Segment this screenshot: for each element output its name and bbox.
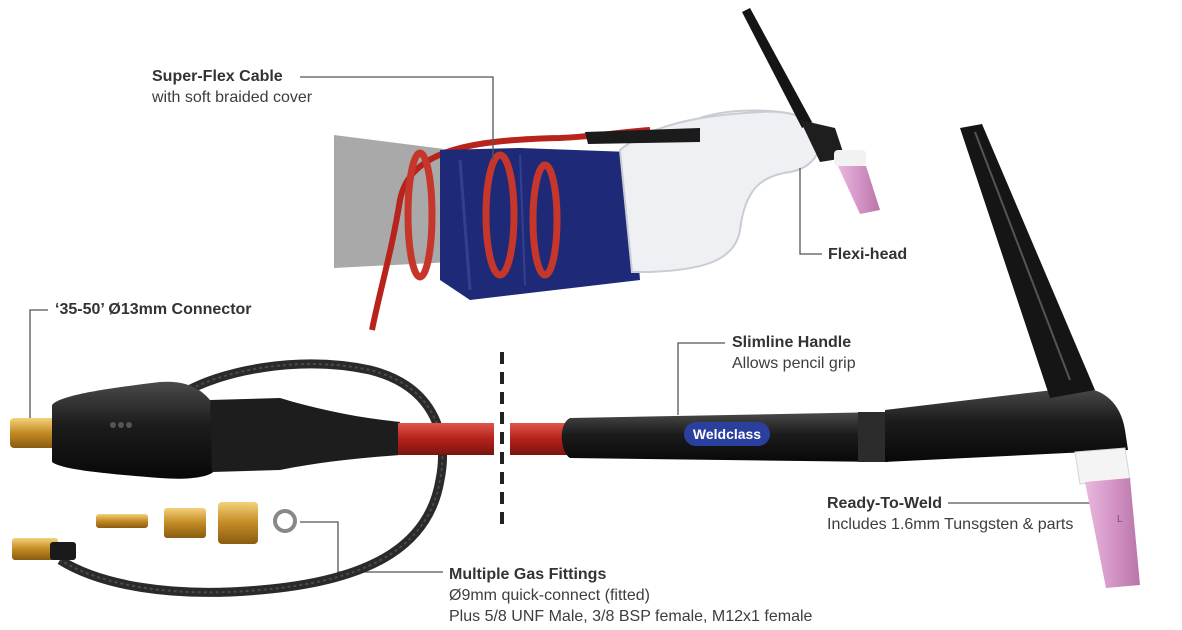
label-flexihead-title: Flexi-head [828, 246, 908, 263]
fitting-barb [96, 514, 148, 528]
weldclass-logo-text: Weldclass [693, 426, 761, 442]
collet-body [1074, 447, 1131, 485]
fitting-female-hex [218, 502, 258, 544]
label-connector-title: ‘35-50’ Ø13mm Connector [55, 301, 252, 318]
leader-flexihead [799, 168, 822, 255]
label-readytoweld-title: Ready-To-Weld [827, 495, 942, 512]
label-handle-title: Slimline Handle [732, 334, 852, 351]
leader-lines [29, 76, 1110, 573]
mini-torch-head [800, 120, 845, 162]
label-flexihead: Flexi-head [828, 244, 907, 265]
label-readytoweld-sub: Includes 1.6mm Tunsgsten & parts [827, 516, 1074, 533]
fitting-clip [273, 509, 297, 533]
ceramic-cup [1085, 478, 1140, 588]
cable-boot [210, 398, 400, 472]
mini-collet [834, 150, 866, 166]
label-readytoweld: Ready-To-Weld Includes 1.6mm Tunsgsten &… [827, 493, 1073, 535]
torch-assembly: Weldclass L [10, 124, 1140, 597]
label-gas: Multiple Gas Fittings Ø9mm quick-connect… [449, 564, 812, 627]
back-cap [960, 124, 1095, 398]
label-superflex: Super-Flex Cable with soft braided cover [152, 66, 312, 108]
fitting-male [164, 508, 206, 538]
label-superflex-title: Super-Flex Cable [152, 68, 283, 85]
mini-handle [585, 128, 700, 144]
gas-fittings [12, 502, 297, 560]
quick-connect-fitting [12, 538, 58, 560]
weldclass-logo-badge [684, 422, 770, 446]
leader-connector [29, 309, 48, 425]
connector-body [52, 381, 215, 479]
label-superflex-sub: with soft braided cover [152, 89, 313, 106]
mini-backcap [742, 8, 812, 128]
leader-handle [677, 342, 725, 415]
svg-text:L: L [1117, 514, 1123, 525]
label-connector: ‘35-50’ Ø13mm Connector [55, 299, 252, 320]
arm-glove-group [334, 8, 880, 331]
label-handle: Slimline Handle Allows pencil grip [732, 332, 856, 374]
leader-gas [300, 521, 443, 573]
leader-superflex [300, 76, 494, 160]
label-gas-sub1: Ø9mm quick-connect (fitted) [449, 587, 650, 604]
red-cable-left [398, 423, 494, 455]
label-handle-sub: Allows pencil grip [732, 355, 856, 372]
label-gas-title: Multiple Gas Fittings [449, 566, 607, 583]
mini-cup [838, 166, 880, 214]
glove-hand [618, 110, 822, 273]
torch-head [885, 387, 1128, 462]
brass-connector-tip [10, 418, 58, 448]
label-gas-sub2: Plus 5/8 UNF Male, 3/8 BSP female, M12x1… [449, 608, 813, 625]
